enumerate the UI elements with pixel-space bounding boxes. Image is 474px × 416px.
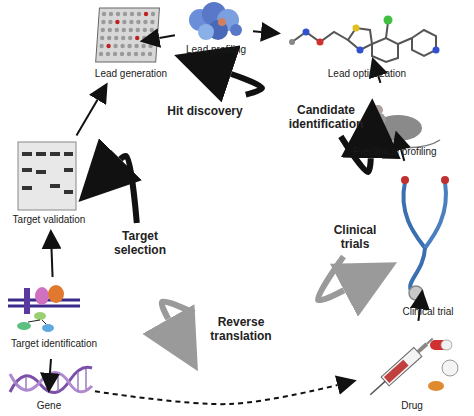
node-text: Clinical trial	[402, 306, 453, 318]
step-node: Clinical trial	[392, 172, 464, 318]
step-node: Gene	[6, 362, 92, 412]
step-node: Target validation	[8, 138, 90, 226]
node-text: Lead profiling	[186, 44, 246, 56]
node-text: Reverse translation	[197, 315, 285, 343]
node-text: Candidate identification	[277, 103, 375, 131]
cycle-arrow	[162, 302, 194, 319]
node-text: Preclinical profiling	[353, 146, 436, 158]
cycle-arrow	[49, 359, 52, 373]
cycle-arrow	[76, 100, 97, 136]
node-text: Target identification	[11, 338, 97, 350]
node-text: Lead generation	[95, 68, 167, 80]
stage-label: Candidate identification	[277, 100, 375, 134]
cycle-arrow	[253, 30, 261, 33]
protein-illustration	[189, 2, 242, 40]
node-text: Lead optimization	[328, 68, 406, 80]
node-text: Drug	[401, 400, 423, 412]
node-text: Gene	[37, 400, 61, 412]
node-text: Target selection	[101, 229, 179, 257]
molecule-illustration	[289, 16, 440, 63]
stage-label: Hit discovery	[167, 94, 243, 128]
cycle-arrow	[318, 257, 344, 301]
step-node: Lead generation	[90, 6, 172, 80]
plate-illustration	[96, 8, 160, 62]
stage-label: Clinical trials	[319, 220, 391, 254]
pathway-illustration	[8, 285, 80, 332]
node-text: Hit discovery	[167, 104, 242, 118]
step-node: Target identification	[4, 280, 104, 350]
cycle-arrow	[52, 249, 53, 277]
drug-illustration	[366, 334, 458, 399]
step-node: Lead profiling	[182, 0, 250, 56]
stage-label: Target selection	[101, 226, 179, 260]
cycle-arrow	[95, 385, 337, 404]
cycle-arrow	[120, 156, 136, 223]
step-node: Lead optimization	[284, 2, 450, 80]
step-node: Drug	[360, 332, 464, 412]
cycle-arrow	[159, 35, 175, 38]
stethoscope-illustration	[401, 176, 449, 300]
cycle-arrow	[231, 74, 262, 95]
node-text: Clinical trials	[319, 223, 391, 251]
stage-label: Reverse translation	[197, 312, 285, 346]
node-text: Target validation	[13, 214, 86, 226]
mouse-illustration	[363, 105, 441, 148]
gel-illustration	[18, 142, 76, 210]
